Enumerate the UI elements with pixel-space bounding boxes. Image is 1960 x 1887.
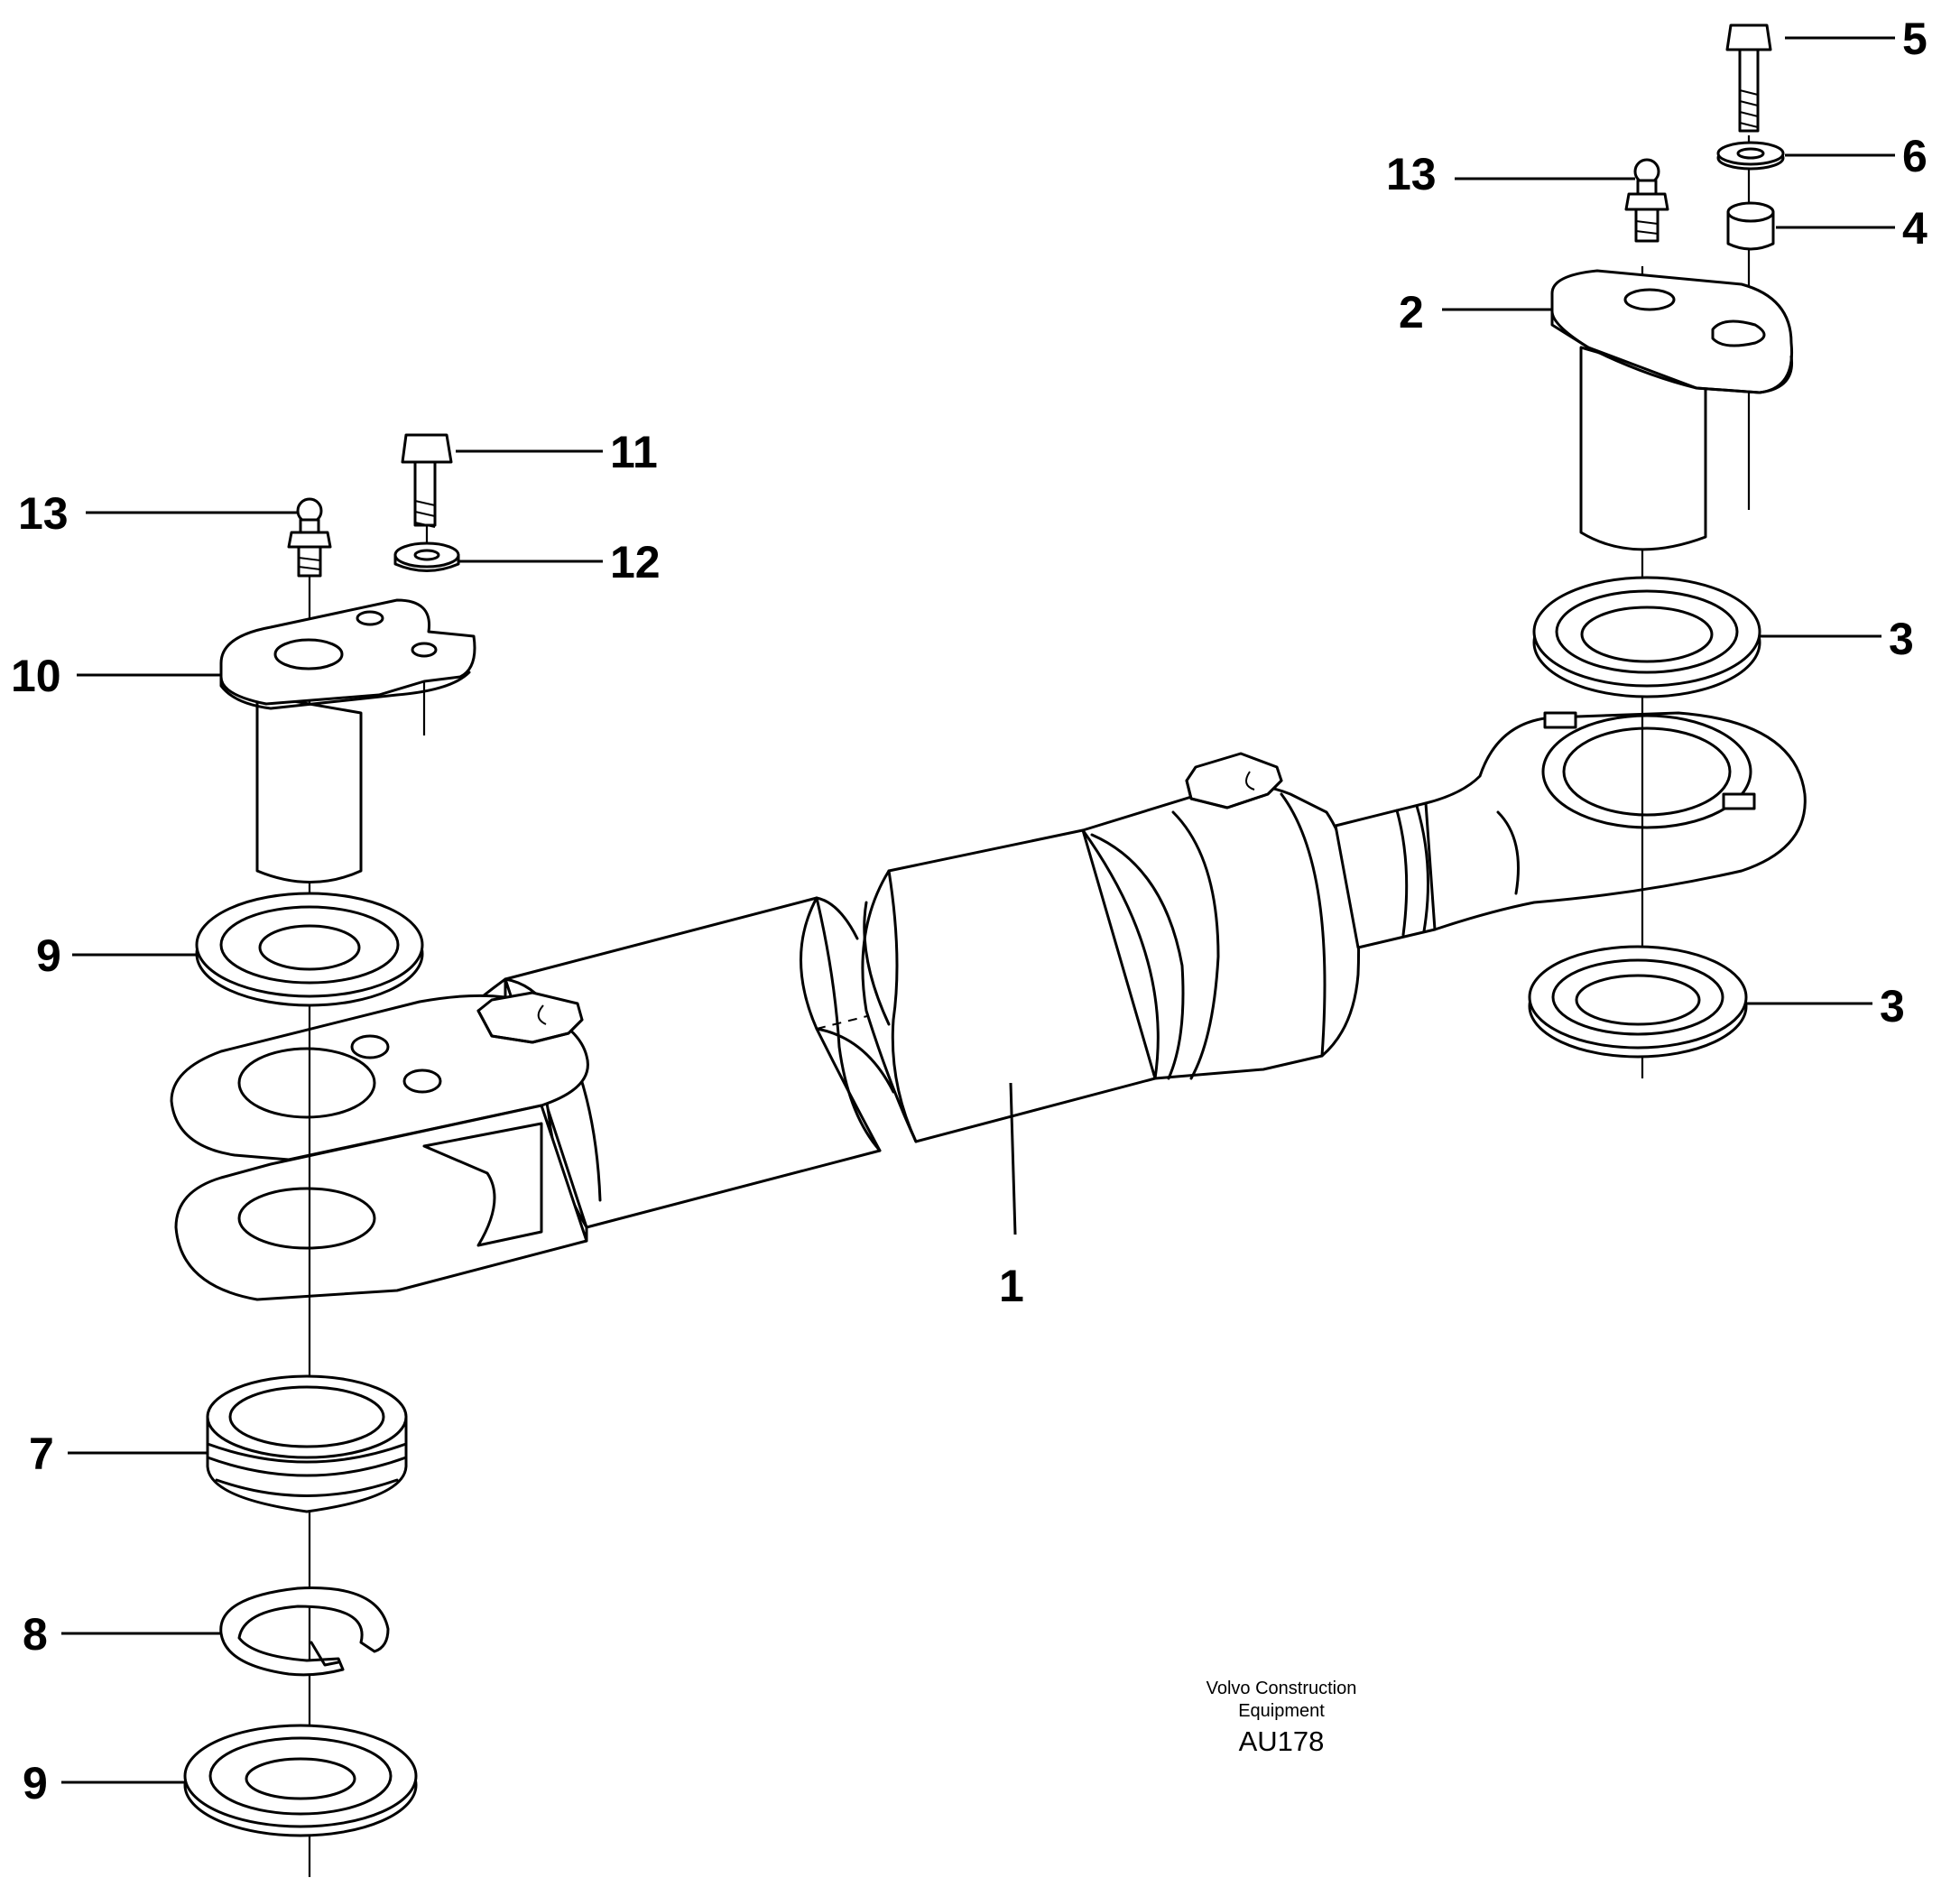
eye-grease-port bbox=[1722, 792, 1756, 810]
hydraulic-cylinder bbox=[170, 711, 1807, 1301]
callout-9-lower: 9 bbox=[23, 1758, 48, 1808]
callout-4: 4 bbox=[1902, 203, 1928, 254]
leader-lines bbox=[61, 36, 1895, 1784]
grease-nipple-13-left bbox=[287, 497, 332, 578]
callout-9-upper: 9 bbox=[36, 930, 61, 981]
credit-line-2: Equipment bbox=[1238, 1701, 1325, 1721]
grease-nipple-13-right bbox=[1624, 158, 1669, 243]
callout-11: 11 bbox=[610, 427, 658, 477]
clevis-lower-plate bbox=[174, 1104, 588, 1301]
publisher-credit: Volvo Construction Equipment AU178 bbox=[1207, 1679, 1357, 1757]
spacer-4 bbox=[1726, 201, 1775, 251]
eye-grease-port bbox=[1543, 711, 1577, 729]
seal-ring-3-upper bbox=[1532, 576, 1761, 698]
seal-ring-9-lower bbox=[183, 1724, 418, 1837]
snap-ring-8 bbox=[219, 1586, 390, 1677]
seal-ring-3-lower bbox=[1528, 945, 1748, 1059]
washer-12 bbox=[393, 541, 460, 572]
cylinder-barrel-left bbox=[504, 896, 882, 1229]
bolt-11 bbox=[401, 433, 453, 528]
seal-ring-9-upper bbox=[195, 892, 424, 1007]
callout-13-left: 13 bbox=[18, 488, 69, 539]
callout-labels: 5 6 4 13 2 3 3 1 11 12 13 10 9 7 8 9 bbox=[11, 14, 1928, 1808]
drawing-code: AU178 bbox=[1239, 1725, 1325, 1757]
pin-2 bbox=[1550, 269, 1794, 551]
pin-10 bbox=[219, 598, 476, 883]
credit-line-1: Volvo Construction bbox=[1207, 1679, 1357, 1698]
callout-8: 8 bbox=[23, 1609, 48, 1660]
clevis-upper-plate bbox=[170, 994, 589, 1161]
bushing-7 bbox=[206, 1374, 408, 1513]
callout-5: 5 bbox=[1902, 14, 1928, 64]
bolt-5 bbox=[1725, 23, 1772, 133]
callout-7: 7 bbox=[29, 1429, 54, 1479]
callout-1: 1 bbox=[999, 1261, 1024, 1311]
callout-13-right: 13 bbox=[1386, 149, 1437, 199]
callout-6: 6 bbox=[1902, 131, 1928, 181]
callout-3-upper: 3 bbox=[1889, 614, 1914, 664]
callout-12: 12 bbox=[610, 537, 661, 587]
washer-6 bbox=[1716, 141, 1785, 171]
callout-2: 2 bbox=[1399, 287, 1424, 338]
callout-3-lower: 3 bbox=[1880, 981, 1905, 1031]
callout-10: 10 bbox=[11, 651, 61, 701]
